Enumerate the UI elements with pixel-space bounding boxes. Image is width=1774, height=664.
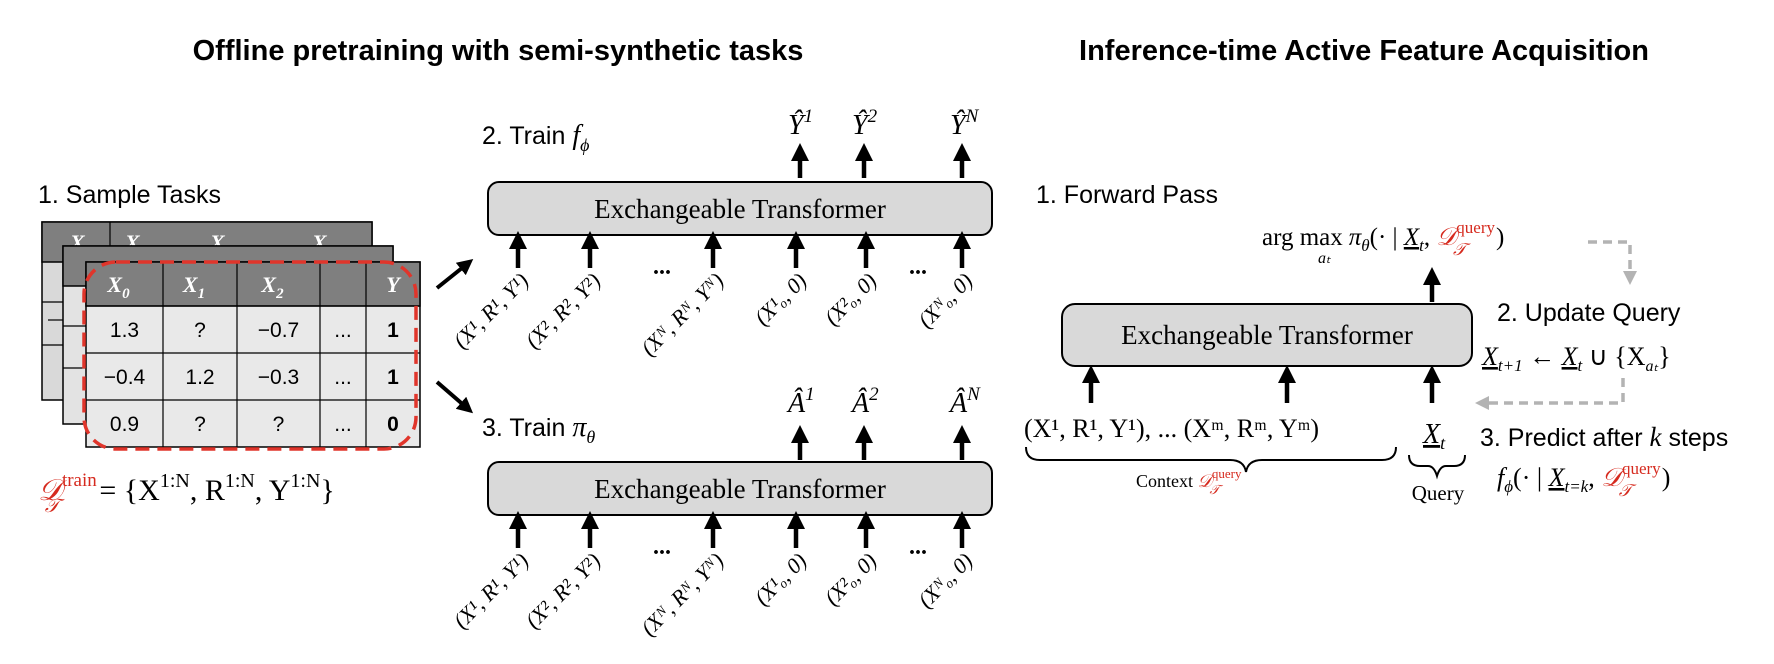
query-x: Xt — [1422, 419, 1446, 453]
input-tuple: (X¹ₒ, 0) — [749, 548, 811, 610]
context-brace — [1025, 446, 1397, 473]
train-pi-label: 3. Train πθ — [482, 412, 595, 447]
table-cell: ? — [194, 413, 206, 436]
transformer-box-pi — [487, 461, 993, 516]
input-tuple: (X²ₒ, 0) — [819, 548, 881, 610]
f-inputs: (X¹, R¹, Y¹)(X², R², Y²)...(Xᴺ, Rᴺ, Yᴺ)(… — [448, 231, 978, 361]
table-cell: −0.3 — [258, 366, 299, 389]
table-cell: 1 — [387, 319, 399, 342]
left-title: Offline pretraining with semi-synthetic … — [193, 35, 804, 67]
input-tuple: (X², R², Y²) — [520, 548, 605, 633]
sampled-task-highlight — [82, 260, 418, 451]
transformer-box-inference — [1061, 303, 1473, 367]
update-query-label: 2. Update Query — [1497, 299, 1681, 327]
arrow-to-train-f — [435, 259, 474, 290]
table-cell: 0 — [387, 413, 399, 436]
table-cell: ? — [273, 413, 285, 436]
input-tuple: (Xᴺ, Rᴺ, Yᴺ) — [636, 268, 729, 361]
table-cell: ... — [334, 413, 352, 436]
table-header-cell: X1 — [182, 272, 205, 302]
table-cell: −0.7 — [258, 319, 299, 342]
table-cell: ... — [334, 319, 352, 342]
table-header-cell: Y — [386, 272, 402, 297]
input-ellipsis: ... — [653, 254, 671, 280]
f-outputs: Ŷ1 Ŷ2 ŶN — [788, 106, 980, 178]
dashed-arrow-to-query — [1475, 378, 1625, 410]
output-label: Ŷ1 — [788, 106, 813, 141]
transformer-label-f: Exchangeable Transformer — [594, 194, 886, 224]
table-header-cell: X0 — [106, 272, 130, 302]
transformer-box-f — [487, 181, 993, 236]
train-f-label: 2. Train fϕ — [482, 120, 589, 155]
input-tuple: (X¹, R¹, Y¹) — [448, 548, 533, 633]
input-tuple: (X¹, R¹, Y¹) — [448, 268, 533, 353]
output-label: ÂN — [948, 384, 981, 419]
pi-outputs: Â1 Â2 ÂN — [786, 384, 981, 460]
table-cell: 0.9 — [110, 413, 139, 436]
query-label: Query — [1412, 481, 1465, 505]
table-cell: ... — [334, 366, 352, 389]
table-cell: 1 — [387, 366, 399, 389]
output-label: Â1 — [786, 384, 815, 419]
arrow-to-train-pi — [435, 380, 474, 414]
transformer-label-pi: Exchangeable Transformer — [594, 474, 886, 504]
table-cell: 1.3 — [110, 319, 139, 342]
update-formula: Xt+1 ← Xt ∪ {Xaₜ} — [1481, 342, 1671, 375]
input-tuple: (X²ₒ, 0) — [819, 268, 881, 330]
context-tuple: (X¹, R¹, Y¹), ... (Xᵐ, Rᵐ, Yᵐ) — [1024, 414, 1319, 443]
forward-pass-label: 1. Forward Pass — [1036, 181, 1218, 209]
sample-tasks-label: 1. Sample Tasks — [38, 181, 221, 209]
input-tuple: (X¹ₒ, 0) — [749, 268, 811, 330]
input-ellipsis: ... — [909, 534, 927, 560]
query-brace — [1408, 454, 1466, 480]
input-tuple: (X², R², Y²) — [520, 268, 605, 353]
output-label: Ŷ2 — [852, 106, 878, 141]
table-cell: ? — [194, 319, 206, 342]
table-cell: 1.2 — [185, 366, 214, 389]
table-cell: −0.4 — [104, 366, 146, 389]
output-label: ŶN — [950, 106, 980, 141]
dashed-arrow-to-update — [1588, 240, 1637, 285]
input-tuple: (Xᴺ, Rᴺ, Yᴺ) — [636, 548, 729, 641]
right-title: Inference-time Active Feature Acquisitio… — [1079, 35, 1649, 67]
pi-inputs: (X¹, R¹, Y¹)(X², R², Y²)...(Xᴺ, Rᴺ, Yᴺ)(… — [448, 511, 978, 641]
transformer-label-inference: Exchangeable Transformer — [1121, 320, 1413, 350]
input-ellipsis: ... — [653, 534, 671, 560]
predict-label: 3. Predict after k steps — [1480, 422, 1728, 452]
table-header-cell: X2 — [260, 272, 284, 302]
input-ellipsis: ... — [909, 254, 927, 280]
task-table: X0 X1 X2 Y 1.3? −0.7... 1 −0.4 1.2 −0.3... 1 0.9??.… — [85, 261, 421, 448]
output-label: Â2 — [850, 384, 879, 419]
argmax-subscript: aₜ — [1318, 250, 1331, 267]
